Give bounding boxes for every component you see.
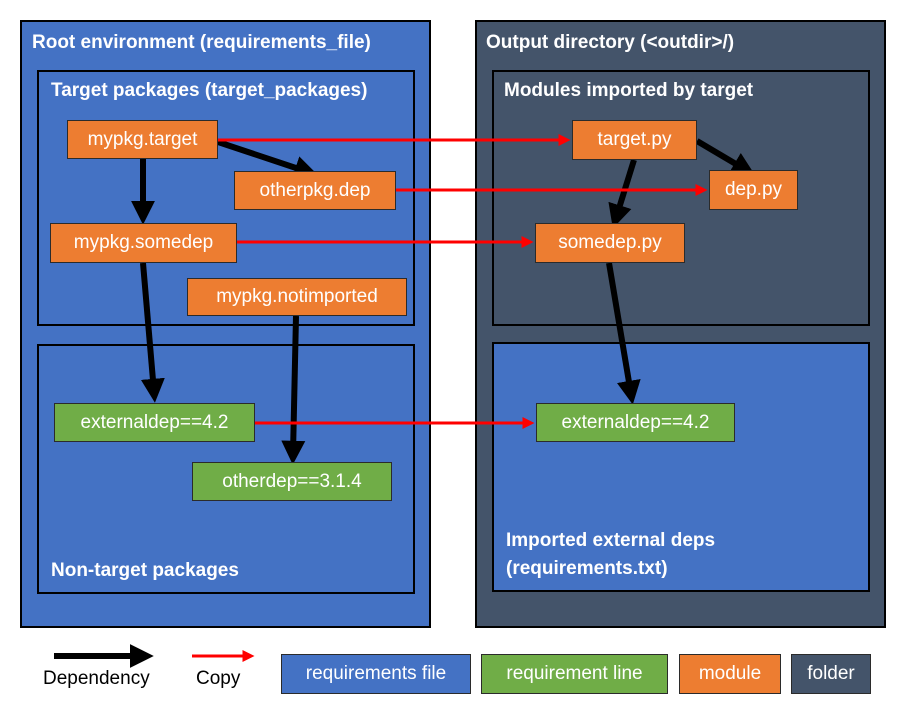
module-mypkg-target: mypkg.target <box>67 120 218 159</box>
module-mypkg-somedep: mypkg.somedep <box>50 223 237 263</box>
module-somedep-py: somedep.py <box>535 223 685 263</box>
requirement-otherdep: otherdep==3.1.4 <box>192 462 392 501</box>
root-environment-title: Root environment (requirements_file) <box>32 32 371 53</box>
legend-module: module <box>679 654 781 694</box>
module-otherpkg-dep: otherpkg.dep <box>234 171 396 210</box>
module-dep-py: dep.py <box>709 170 798 210</box>
dependency-arrow-somedep-to-externaldep <box>140 262 165 403</box>
dependency-arrow-targetpy-to-deppy <box>695 138 756 176</box>
module-target-py: target.py <box>572 120 697 160</box>
non-target-packages-title: Non-target packages <box>51 560 239 581</box>
imported-external-deps-title-line1: Imported external deps <box>506 530 716 551</box>
legend-folder: folder <box>791 654 871 694</box>
dependency-arrow-notimported-to-otherdep <box>281 315 306 465</box>
dependency-arrow-somedeppy-to-externaldep <box>606 262 641 405</box>
dependency-arrow-target-to-otherpkg <box>217 139 319 180</box>
requirement-externaldep-output: externaldep==4.2 <box>536 403 735 442</box>
target-packages-title: Target packages (target_packages) <box>51 80 368 101</box>
legend-requirement-line: requirement line <box>481 654 668 694</box>
legend-dependency-label: Dependency <box>43 668 150 689</box>
legend-copy-label: Copy <box>196 668 241 689</box>
module-mypkg-notimported: mypkg.notimported <box>187 278 407 316</box>
modules-imported-title: Modules imported by target <box>504 80 754 101</box>
legend-requirements-file: requirements file <box>281 654 471 694</box>
imported-external-deps-panel: Imported external deps (requirements.txt… <box>492 342 870 592</box>
requirement-externaldep: externaldep==4.2 <box>54 403 255 442</box>
modules-imported-panel: Modules imported by target <box>492 70 870 326</box>
imported-external-deps-title-line2: (requirements.txt) <box>506 558 668 579</box>
output-directory-title: Output directory (<outdir>/) <box>486 32 735 53</box>
